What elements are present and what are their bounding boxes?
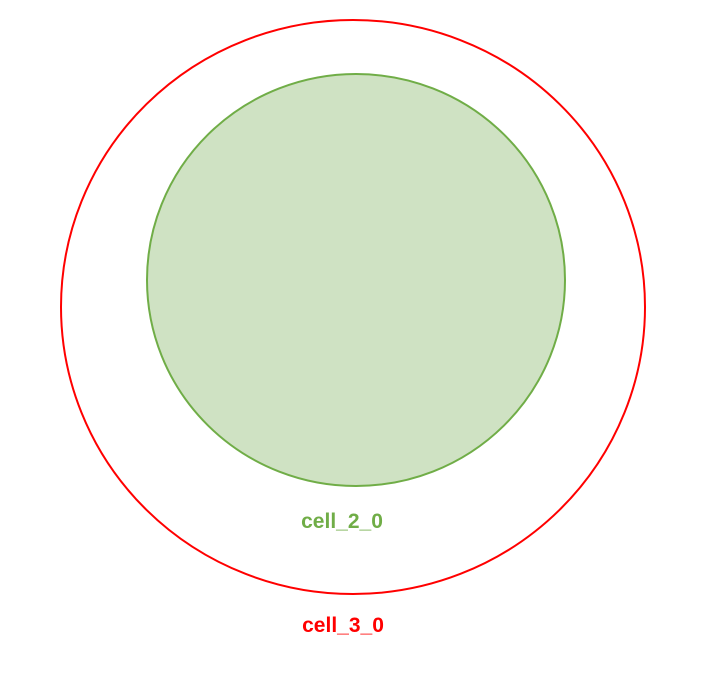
- cell-3-0-label: cell_3_0: [302, 614, 384, 637]
- cell-2-0-label: cell_2_0: [301, 510, 383, 533]
- cell-3-0-circle: [60, 19, 646, 595]
- cell-2-0-circle: [146, 73, 566, 487]
